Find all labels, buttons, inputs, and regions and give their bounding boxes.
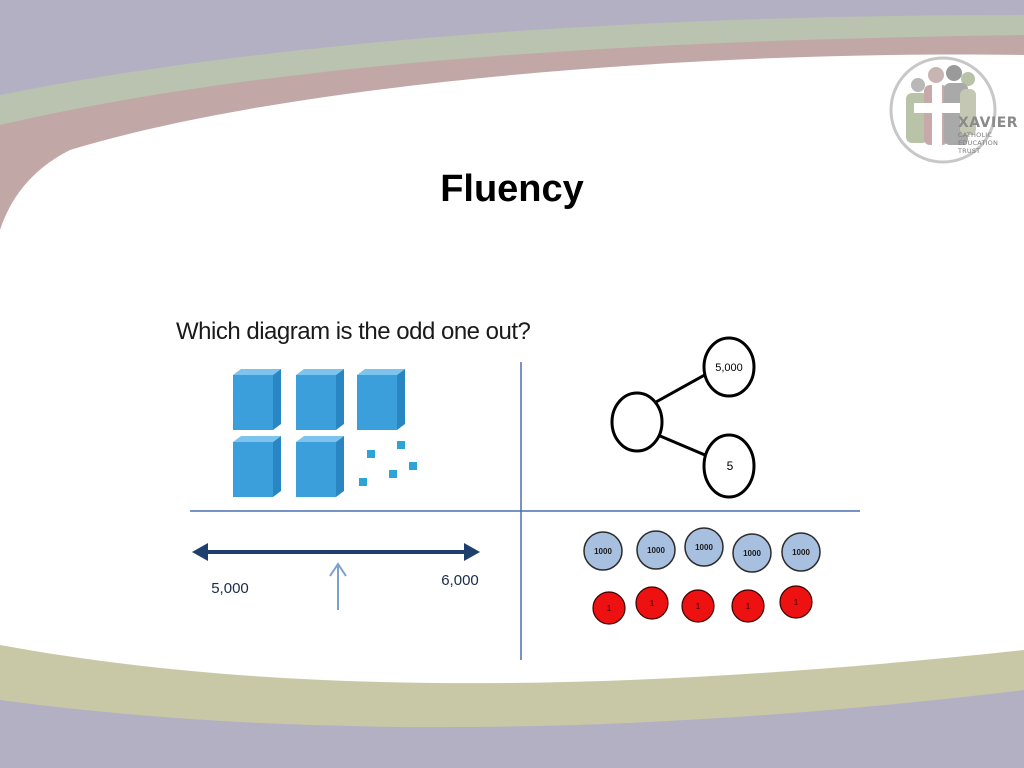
thousand-cube: [233, 436, 281, 497]
base-ten-diagram: [233, 369, 417, 497]
number-line-end-label: 6,000: [441, 572, 479, 589]
thousand-counter: 1000: [583, 531, 623, 571]
one-cube: [367, 450, 375, 458]
one-counter-label: 1: [696, 602, 701, 611]
slide-title: Fluency: [440, 168, 584, 210]
one-counter: 1: [635, 586, 669, 620]
part-whole-diagram: 5,000 5: [610, 336, 756, 499]
xavier-logo: [888, 55, 1018, 170]
thousand-counter-label: 1000: [647, 546, 665, 555]
thousand-cube: [357, 369, 405, 430]
one-cube: [397, 441, 405, 449]
thousand-counter: 1000: [684, 527, 724, 567]
thousand-counter-label: 1000: [792, 548, 810, 557]
thousand-counter-label: 1000: [743, 549, 761, 558]
part-bottom-value: 5: [727, 459, 734, 473]
one-cube: [389, 470, 397, 478]
one-cube: [409, 462, 417, 470]
thousand-counter-label: 1000: [695, 543, 713, 552]
part-top-value: 5,000: [715, 362, 743, 374]
one-counter: 1: [779, 585, 813, 619]
up-arrow-icon: [329, 562, 347, 610]
one-counter-label: 1: [746, 602, 751, 611]
one-counter: 1: [592, 591, 626, 625]
one-counter-label: 1: [794, 598, 799, 607]
one-counter-label: 1: [650, 599, 655, 608]
question-text: Which diagram is the odd one out?: [176, 318, 531, 345]
thousand-cube: [296, 436, 344, 497]
logo-emblem-icon: [889, 56, 997, 164]
whole-circle: [610, 391, 664, 453]
logo-line-education: EDUCATION: [958, 139, 999, 147]
logo-line-catholic: CATHOLIC: [958, 131, 993, 139]
part-circle-top: [702, 336, 756, 398]
thousand-cube: [296, 369, 344, 430]
thousand-counter-label: 1000: [594, 547, 612, 556]
number-line-left-arrow-icon: [192, 543, 208, 561]
logo-line-trust: TRUST: [958, 147, 981, 155]
part-circle-bottom: [702, 433, 756, 499]
one-counter-label: 1: [607, 604, 612, 613]
number-line-start-label: 5,000: [211, 580, 249, 597]
thousand-counter: 1000: [781, 532, 821, 572]
number-line-diagram: 5,000 6,000: [192, 543, 480, 610]
one-cube: [359, 478, 367, 486]
logo-name: XAVIER: [958, 115, 1019, 131]
one-counter: 1: [681, 589, 715, 623]
thousand-counter: 1000: [636, 530, 676, 570]
thousand-counter: 1000: [732, 533, 772, 573]
place-value-counters-diagram: 1000 1000 1000 1000 1000 1 1 1 1 1: [583, 527, 821, 625]
thousand-cube: [233, 369, 281, 430]
number-line-right-arrow-icon: [464, 543, 480, 561]
one-counter: 1: [731, 589, 765, 623]
